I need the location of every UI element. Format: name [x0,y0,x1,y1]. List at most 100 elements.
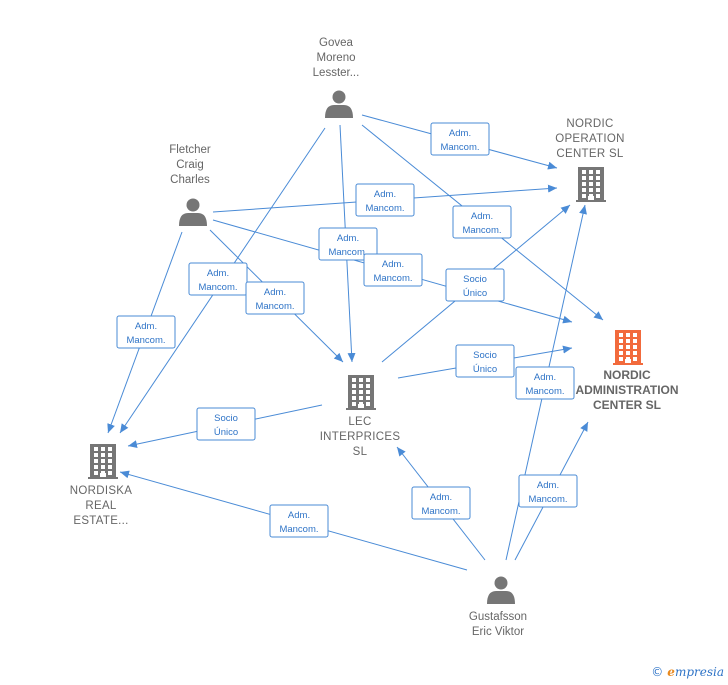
edge-label-box [196,407,256,441]
edge-label-qualifier: Mancom. [462,225,501,236]
brand-initial: e [667,665,675,679]
edge-label-qualifier: Mancom. [365,203,404,214]
edge-label-box [455,344,515,378]
edge-label-fletcher-to-nordic_operation[interactable]: Adm. Mancom. [355,183,415,217]
edge-label-govea-to-nordic_admin[interactable]: Adm. Mancom. [452,205,512,239]
edge-label-role: Adm. [537,480,559,491]
building-icon [613,330,643,365]
person-icon [487,576,515,604]
node-label-line: Charles [170,174,210,186]
edge-label-gustafsson-to-lec[interactable]: Adm. Mancom. [411,486,471,520]
edge-label-box [515,366,575,400]
node-label-line: SL [353,446,368,458]
brand-name: mpresia [674,665,724,679]
building-icon [88,444,118,479]
edge-label-role: Adm. [471,211,493,222]
edge-label-box [430,122,490,156]
edge-label-qualifier: Mancom. [126,335,165,346]
node-label-line: NORDIC [566,118,613,130]
node-label-line: Craig [176,159,203,171]
edge-label-role: Socio [463,274,487,285]
node-govea[interactable]: GoveaMorenoLesster... [313,37,360,118]
node-label-line: INTERPRICES [320,431,401,443]
edge-label-fletcher-to-lec[interactable]: Adm. Mancom. [245,281,305,315]
node-label-line: LEC [348,416,371,428]
node-label-line: Moreno [317,52,356,64]
edge-label-role: Adm. [430,492,452,503]
edge-label-role: Adm. [534,372,556,383]
node-label-line: ADMINISTRATION [575,383,678,397]
edge-label-qualifier: Único [473,364,497,375]
node-label-line: Govea [319,37,353,49]
edge-label-qualifier: Mancom. [279,524,318,535]
edge-label-qualifier: Único [214,427,238,438]
node-label-line: OPERATION [555,133,625,145]
edge-label-govea-to-lec[interactable]: Adm. Mancom. [318,227,378,261]
edge-label-box [445,268,505,302]
edge-label-fletcher-to-nordiska[interactable]: Adm. Mancom. [116,315,176,349]
building-icon [346,375,376,410]
edge-label-qualifier: Mancom. [528,494,567,505]
edge-label-qualifier: Mancom. [440,142,479,153]
node-label-line: Gustafsson [469,611,527,623]
edge-label-role: Adm. [264,287,286,298]
edge-label-qualifier: Mancom. [255,301,294,312]
node-nordic-operation[interactable]: NORDIC OPERATION CENTER SL [555,118,625,202]
node-label-line: Eric Viktor [472,626,524,638]
edge-label-box [116,315,176,349]
edge-label-gustafsson-to-nordiska[interactable]: Adm. Mancom. [269,504,329,538]
edge-label-qualifier: Único [463,288,487,299]
edge-label-gustafsson-to-nordic_operation[interactable]: Adm. Mancom. [515,366,575,400]
building-icon [576,167,606,202]
edge-label-qualifier: Mancom. [328,247,367,258]
edge-label-qualifier: Mancom. [421,506,460,517]
edge-label-qualifier: Mancom. [525,386,564,397]
edge-labels-layer: Adm. Mancom. Adm. Mancom. Adm. Mancom. Adm. Man… [116,122,578,538]
node-nordiska[interactable]: NORDISKA REAL ESTATE... [70,444,132,527]
node-label-line: REAL [85,500,117,512]
node-label-line: CENTER SL [593,398,661,412]
edge-label-role: Adm. [382,259,404,270]
edge-label-box [518,474,578,508]
edge-label-role: Adm. [135,321,157,332]
edge-label-box [355,183,415,217]
edge-label-box [363,253,423,287]
node-label-line: ESTATE... [73,515,128,527]
node-label-line: Lesster... [313,67,360,79]
edge-label-govea-to-nordic_operation[interactable]: Adm. Mancom. [430,122,490,156]
edge-label-role: Adm. [374,189,396,200]
edge-label-box [269,504,329,538]
edge-label-qualifier: Mancom. [373,273,412,284]
edge-label-role: Socio [473,350,497,361]
node-lec[interactable]: LEC INTERPRICES SL [320,375,401,458]
edge-label-role: Adm. [449,128,471,139]
edge-label-qualifier: Mancom. [198,282,237,293]
edge-label-gustafsson-to-nordic_admin[interactable]: Adm. Mancom. [518,474,578,508]
edge-label-role: Adm. [288,510,310,521]
edge-label-box [318,227,378,261]
edge-label-box [245,281,305,315]
node-label-line: Fletcher [169,144,211,156]
person-icon [325,90,353,118]
copyright-symbol: © [651,665,664,679]
edge-label-govea-to-nordiska[interactable]: Adm. Mancom. [188,262,248,296]
edge-label-role: Socio [214,413,238,424]
edge-label-box [452,205,512,239]
edge-label-role: Adm. [207,268,229,279]
node-label-line: NORDIC [603,368,651,382]
node-label-line: NORDISKA [70,485,132,497]
edge-label-box [411,486,471,520]
edge-label-role: Adm. [337,233,359,244]
node-label-line: CENTER SL [556,148,624,160]
person-icon [179,198,207,226]
edge-label-fletcher-to-nordic_admin[interactable]: Adm. Mancom. [363,253,423,287]
empresia-watermark: ©empresia [651,665,724,679]
